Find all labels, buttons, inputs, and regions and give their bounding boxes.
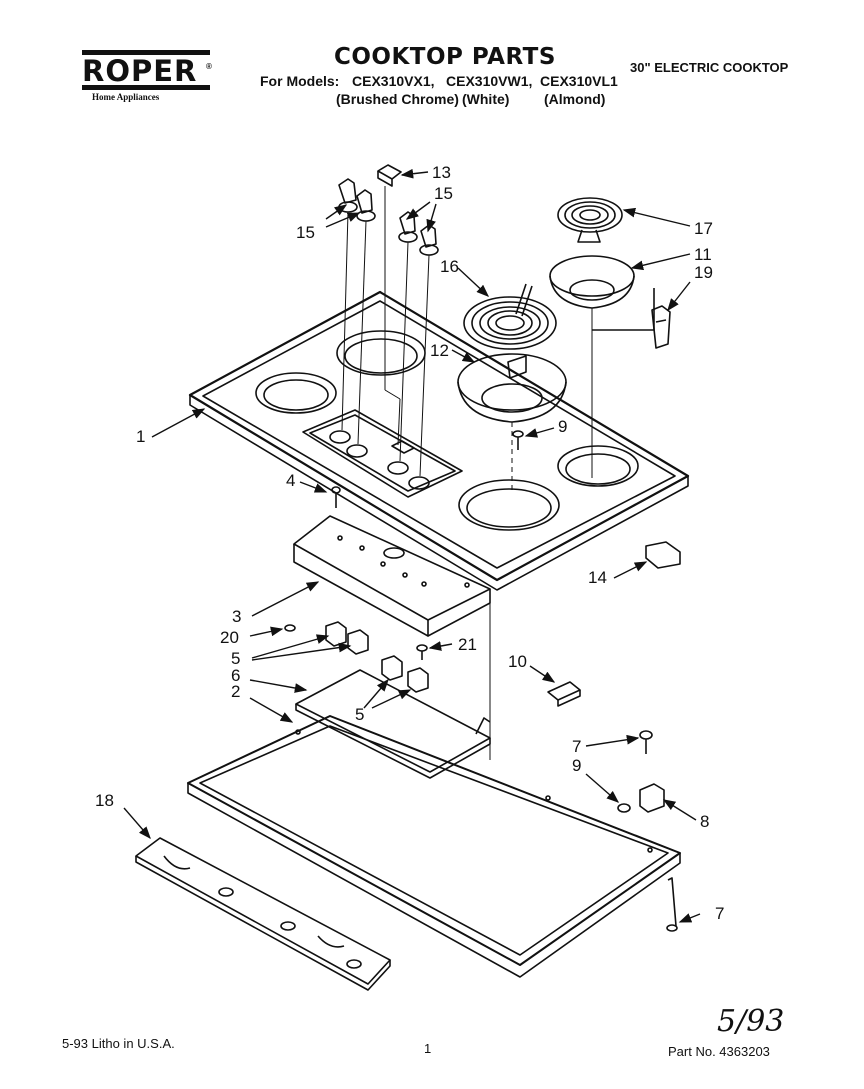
- small-drip-bowl: [549, 255, 655, 478]
- control-screw: [331, 486, 341, 508]
- model-finish: (White): [462, 91, 510, 107]
- page-number: 1: [424, 1041, 432, 1056]
- support-clip: [547, 681, 581, 707]
- control-housing: [293, 515, 491, 637]
- print-info: 5-93 Litho in U.S.A.: [62, 1036, 175, 1051]
- roper-logo: ROPER ® Home Appliances: [82, 50, 212, 102]
- large-surface-element: [463, 283, 557, 350]
- callout-7: 7: [572, 737, 581, 756]
- callout-3: 3: [232, 607, 241, 626]
- model-finish: (Brushed Chrome): [336, 91, 459, 107]
- callout-16: 16: [440, 257, 459, 276]
- callout-11: 11: [694, 245, 712, 264]
- callout-13: 13: [432, 163, 451, 182]
- callout-15: 15: [434, 184, 453, 203]
- callout-9: 9: [572, 756, 581, 775]
- page-title: COOKTOP PARTS: [334, 44, 556, 70]
- callout-1: 1: [136, 427, 145, 446]
- trim-clip: [645, 541, 681, 569]
- callout-7: 7: [715, 904, 724, 923]
- callout-12: 12: [430, 341, 449, 360]
- handwritten-date: 5/93: [717, 1004, 785, 1039]
- mounting-bracket: [617, 730, 678, 932]
- small-screw: [284, 624, 296, 632]
- callout-6: 6: [231, 666, 240, 685]
- callout-15: 15: [296, 223, 315, 242]
- mounting-screw: [512, 430, 524, 450]
- infinite-switches: [325, 621, 429, 693]
- element-receptacle: [651, 305, 671, 349]
- model-finish: (Almond): [544, 91, 606, 107]
- part-number: Part No. 4363203: [668, 1044, 770, 1059]
- large-drip-bowl: [457, 353, 567, 490]
- switch-bracket: [295, 669, 491, 779]
- indicator-light: [377, 164, 402, 446]
- model-number: CEX310VX1,: [352, 73, 435, 89]
- callout-14: 14: [588, 568, 607, 587]
- callout-20: 20: [220, 628, 239, 647]
- trademark-mark: ®: [206, 62, 212, 71]
- callout-18: 18: [95, 791, 114, 810]
- cooktop-bottom-pan: [187, 590, 681, 978]
- brand-name: ROPER: [82, 54, 198, 88]
- callout-17: 17: [694, 219, 713, 238]
- grommet: [416, 644, 428, 660]
- callout-19: 19: [694, 263, 713, 282]
- callout-5: 5: [355, 705, 364, 724]
- callout-5: 5: [231, 649, 240, 668]
- callout-2: 2: [231, 682, 240, 701]
- cooktop-top: [188, 290, 690, 591]
- callout-9: 9: [558, 417, 567, 436]
- callout-4: 4: [286, 471, 295, 490]
- control-knobs: [338, 178, 439, 477]
- model-number: CEX310VW1,: [446, 73, 533, 89]
- callout-10: 10: [508, 652, 527, 671]
- model-number: CEX310VL1: [540, 73, 618, 89]
- appliance-type: 30" ELECTRIC COOKTOP: [630, 60, 789, 75]
- small-surface-element: [557, 197, 623, 243]
- front-trim-strip: [135, 837, 391, 991]
- brand-subtitle: Home Appliances: [92, 92, 160, 102]
- for-models-label: For Models:: [260, 73, 340, 89]
- logo-bar: [82, 50, 210, 55]
- callout-8: 8: [700, 812, 709, 831]
- callout-21: 21: [458, 635, 477, 654]
- logo-bar: [82, 85, 210, 90]
